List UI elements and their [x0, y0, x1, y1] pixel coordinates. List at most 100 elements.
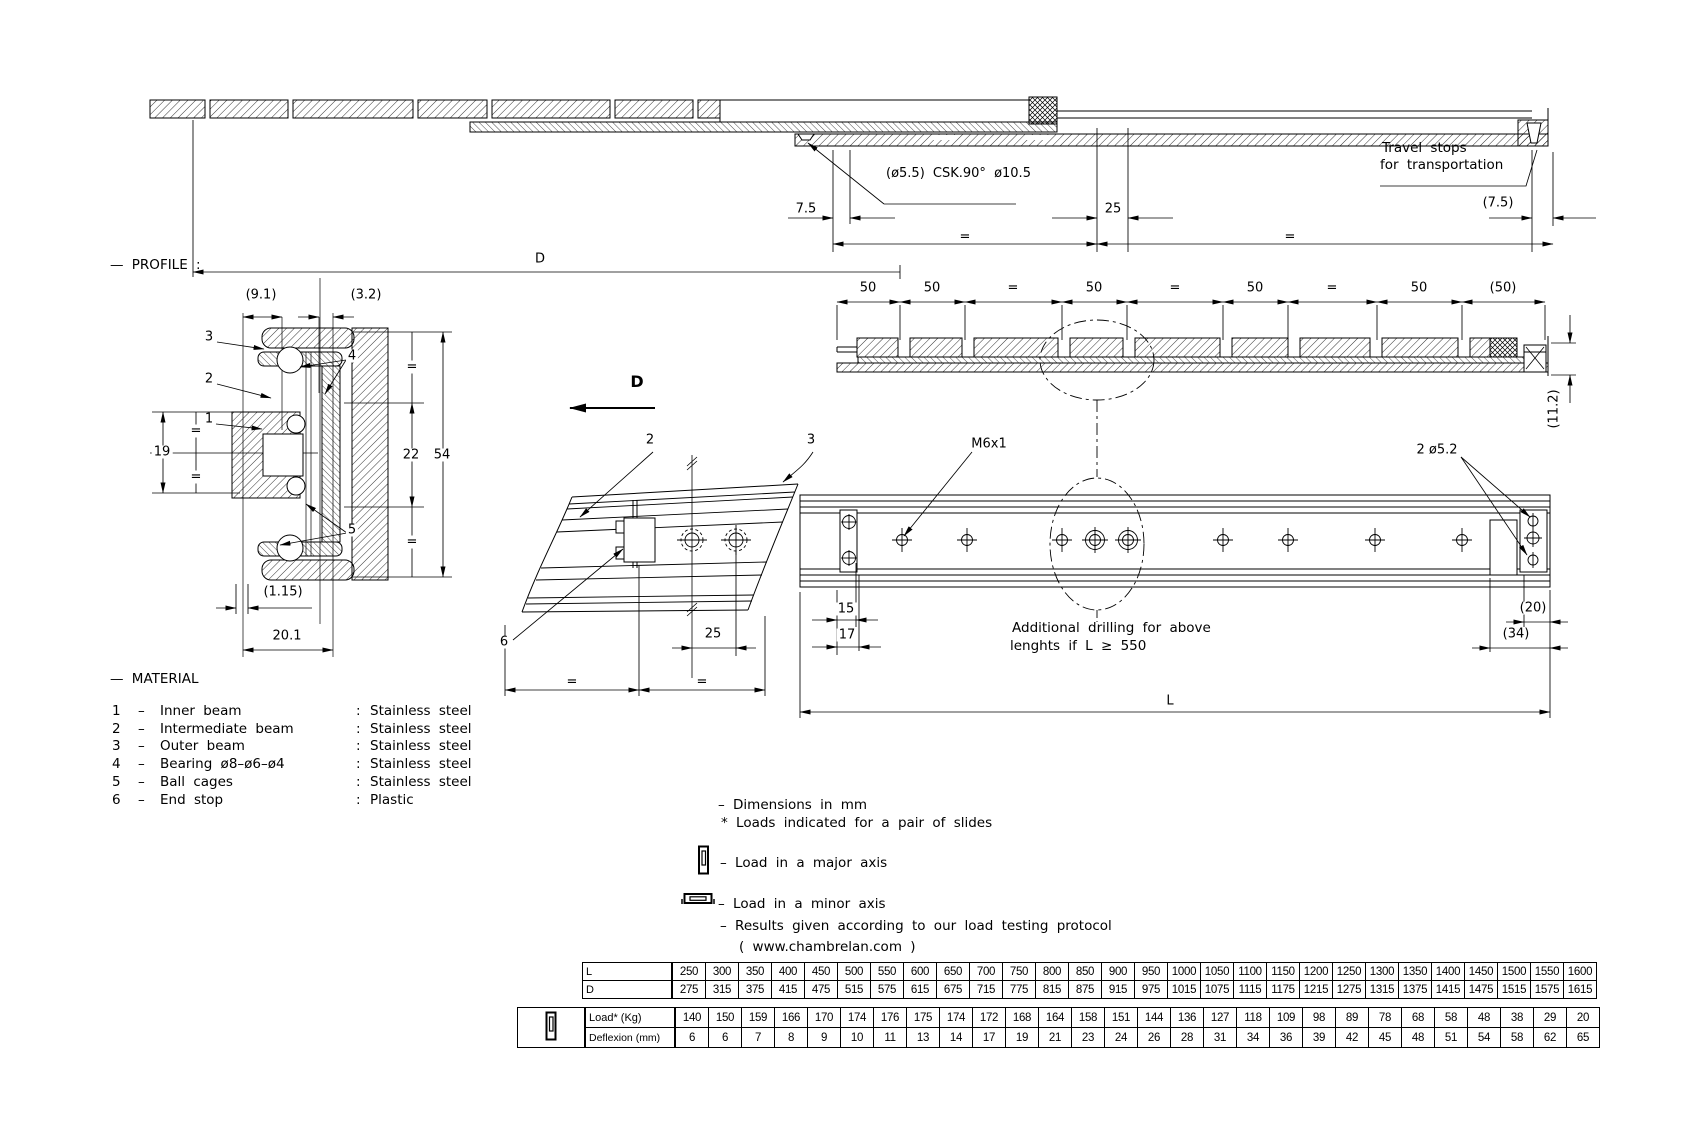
- table-cell: 164: [1038, 1007, 1072, 1028]
- table-cell: 475: [804, 980, 838, 999]
- dim-7-5-ref: (7.5): [1480, 195, 1516, 211]
- table-cell: 815: [1035, 980, 1069, 999]
- dim-11-2: (11.2): [1546, 387, 1562, 431]
- table-cell: 38: [1500, 1007, 1534, 1028]
- table-cell: 136: [1170, 1007, 1204, 1028]
- table-cell: 21: [1038, 1027, 1072, 1048]
- major-axis-icon: [545, 1011, 557, 1041]
- table-cell: 62: [1533, 1027, 1567, 1048]
- note-major-axis: – Load in a major axis: [720, 855, 888, 871]
- profile-section-title: — PROFILE :: [110, 257, 201, 273]
- travel-stops-label: Travel stops: [1382, 140, 1467, 156]
- detail-view: [521, 403, 799, 678]
- table-cell: 1275: [1332, 980, 1366, 999]
- material-sep: :: [356, 791, 361, 808]
- table-cell: 140: [674, 1007, 709, 1028]
- table-cell: 42: [1335, 1027, 1369, 1048]
- table-cell: 1500: [1497, 962, 1531, 981]
- table-cell: 1575: [1530, 980, 1564, 999]
- table-cell: 415: [771, 980, 805, 999]
- material-sep: :: [356, 756, 361, 773]
- table-cell: 975: [1134, 980, 1168, 999]
- material-num: 2: [112, 720, 121, 737]
- table-cell: 89: [1335, 1007, 1369, 1028]
- major-axis-icon-cell: [517, 1007, 586, 1048]
- extended-view-dimensions: [192, 120, 1596, 279]
- table-cell: 9: [807, 1027, 841, 1048]
- material-dash: –: [138, 791, 145, 808]
- dim-17: 17: [836, 627, 858, 643]
- table-cell: 700: [969, 962, 1003, 981]
- travel-stops-label-2: for transportation: [1380, 157, 1504, 173]
- table-cell: 500: [837, 962, 871, 981]
- table-cell: 151: [1104, 1007, 1138, 1028]
- material-value: Stainless steel: [370, 773, 472, 790]
- table-cell: 6: [708, 1027, 742, 1048]
- table-cell: 1200: [1299, 962, 1333, 981]
- table-cell: 20: [1566, 1007, 1600, 1028]
- table-cell: 58: [1500, 1027, 1534, 1048]
- table-cell: 14: [939, 1027, 973, 1048]
- extended-view: [149, 96, 1549, 147]
- table-cell: 575: [870, 980, 904, 999]
- holes-view: [799, 477, 1551, 622]
- table-cell: 400: [771, 962, 805, 981]
- table-cell: 1315: [1365, 980, 1399, 999]
- material-value: Stainless steel: [370, 756, 472, 773]
- table-cell: 1615: [1563, 980, 1597, 999]
- dim-pitch: 50: [857, 280, 879, 296]
- table-cell: 17: [972, 1027, 1006, 1048]
- table-cell: 550: [870, 962, 904, 981]
- table-cell: 31: [1203, 1027, 1237, 1048]
- material-dash: –: [138, 720, 145, 737]
- table-cell: 1550: [1530, 962, 1564, 981]
- table-cell: 1300: [1365, 962, 1399, 981]
- table-cell: 174: [840, 1007, 874, 1028]
- dim-pitch: 50: [1408, 280, 1430, 296]
- table-cell: 600: [903, 962, 937, 981]
- table-cell: 19: [1005, 1027, 1039, 1048]
- dim-extended-length: D: [532, 251, 548, 267]
- material-num: 6: [112, 791, 121, 808]
- table-cell: 127: [1203, 1007, 1237, 1028]
- table-cell: 915: [1101, 980, 1135, 999]
- callout-1-profile: 1: [202, 411, 216, 427]
- dim-pitch: 50: [921, 280, 943, 296]
- table-cell: 300: [705, 962, 739, 981]
- eq-mark: =: [957, 229, 973, 245]
- table-cell: 150: [708, 1007, 742, 1028]
- table-cell: 28: [1170, 1027, 1204, 1048]
- material-dash: –: [138, 756, 145, 773]
- table-cell: 6: [674, 1027, 709, 1048]
- table-cell: 1450: [1464, 962, 1498, 981]
- material-name: Ball cages: [160, 773, 233, 790]
- drill-note-2: lenghts if L ≥ 550: [1010, 638, 1147, 654]
- closed-view-height-dim: [1551, 315, 1576, 403]
- table-cell: 118: [1236, 1007, 1270, 1028]
- table-cell: 170: [807, 1007, 841, 1028]
- profile-view-dimensions: [152, 314, 452, 653]
- dim-pitch: =: [1324, 280, 1340, 296]
- callout-4-profile: 4: [345, 348, 359, 364]
- table-cell: 1350: [1398, 962, 1432, 981]
- thread-spec-label: M6x1: [969, 436, 1009, 452]
- table-cell: 675: [936, 980, 970, 999]
- table-cell: 24: [1104, 1027, 1138, 1048]
- profile-view: [150, 278, 389, 657]
- material-num: 1: [112, 703, 121, 719]
- eq-mark: =: [188, 423, 204, 439]
- table-cell: 875: [1068, 980, 1102, 999]
- table-cell: 51: [1434, 1027, 1468, 1048]
- eq-mark: =: [1282, 229, 1298, 245]
- table-cell: 98: [1302, 1007, 1336, 1028]
- table-cell: 58: [1434, 1007, 1468, 1028]
- table-cell: 850: [1068, 962, 1102, 981]
- dim-pitch: 50: [1244, 280, 1266, 296]
- table-cell: 109: [1269, 1007, 1303, 1028]
- table-cell: 1050: [1200, 962, 1234, 981]
- material-dash: –: [138, 738, 145, 755]
- eq-mark: =: [404, 534, 420, 550]
